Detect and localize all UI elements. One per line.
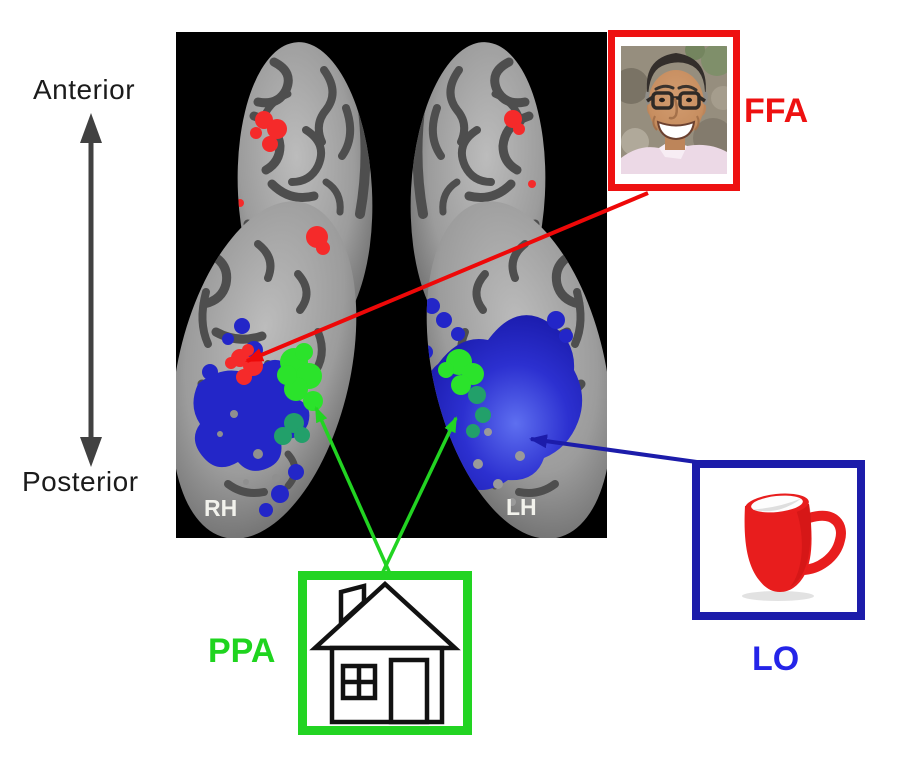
lo-region-label: LO [752, 640, 800, 678]
ffa-stimulus-box [608, 30, 740, 191]
ppa-region-label: PPA [208, 632, 276, 670]
face-photo [621, 46, 727, 174]
anterior-posterior-arrow [80, 113, 102, 467]
ppa-stimulus-box [298, 571, 472, 735]
right-hemisphere-label: RH [204, 495, 238, 521]
red-mug-image [742, 493, 846, 601]
house-line-drawing [309, 580, 461, 725]
ffa-region-label: FFA [744, 92, 809, 130]
left-hemisphere-label: LH [506, 494, 537, 520]
posterior-label: Posterior [22, 466, 139, 497]
brain-ventral-view-image: RH LH [176, 32, 607, 538]
anterior-label: Anterior [33, 74, 136, 105]
brain-surface-rendering [176, 32, 607, 538]
lo-stimulus-box [692, 460, 865, 620]
